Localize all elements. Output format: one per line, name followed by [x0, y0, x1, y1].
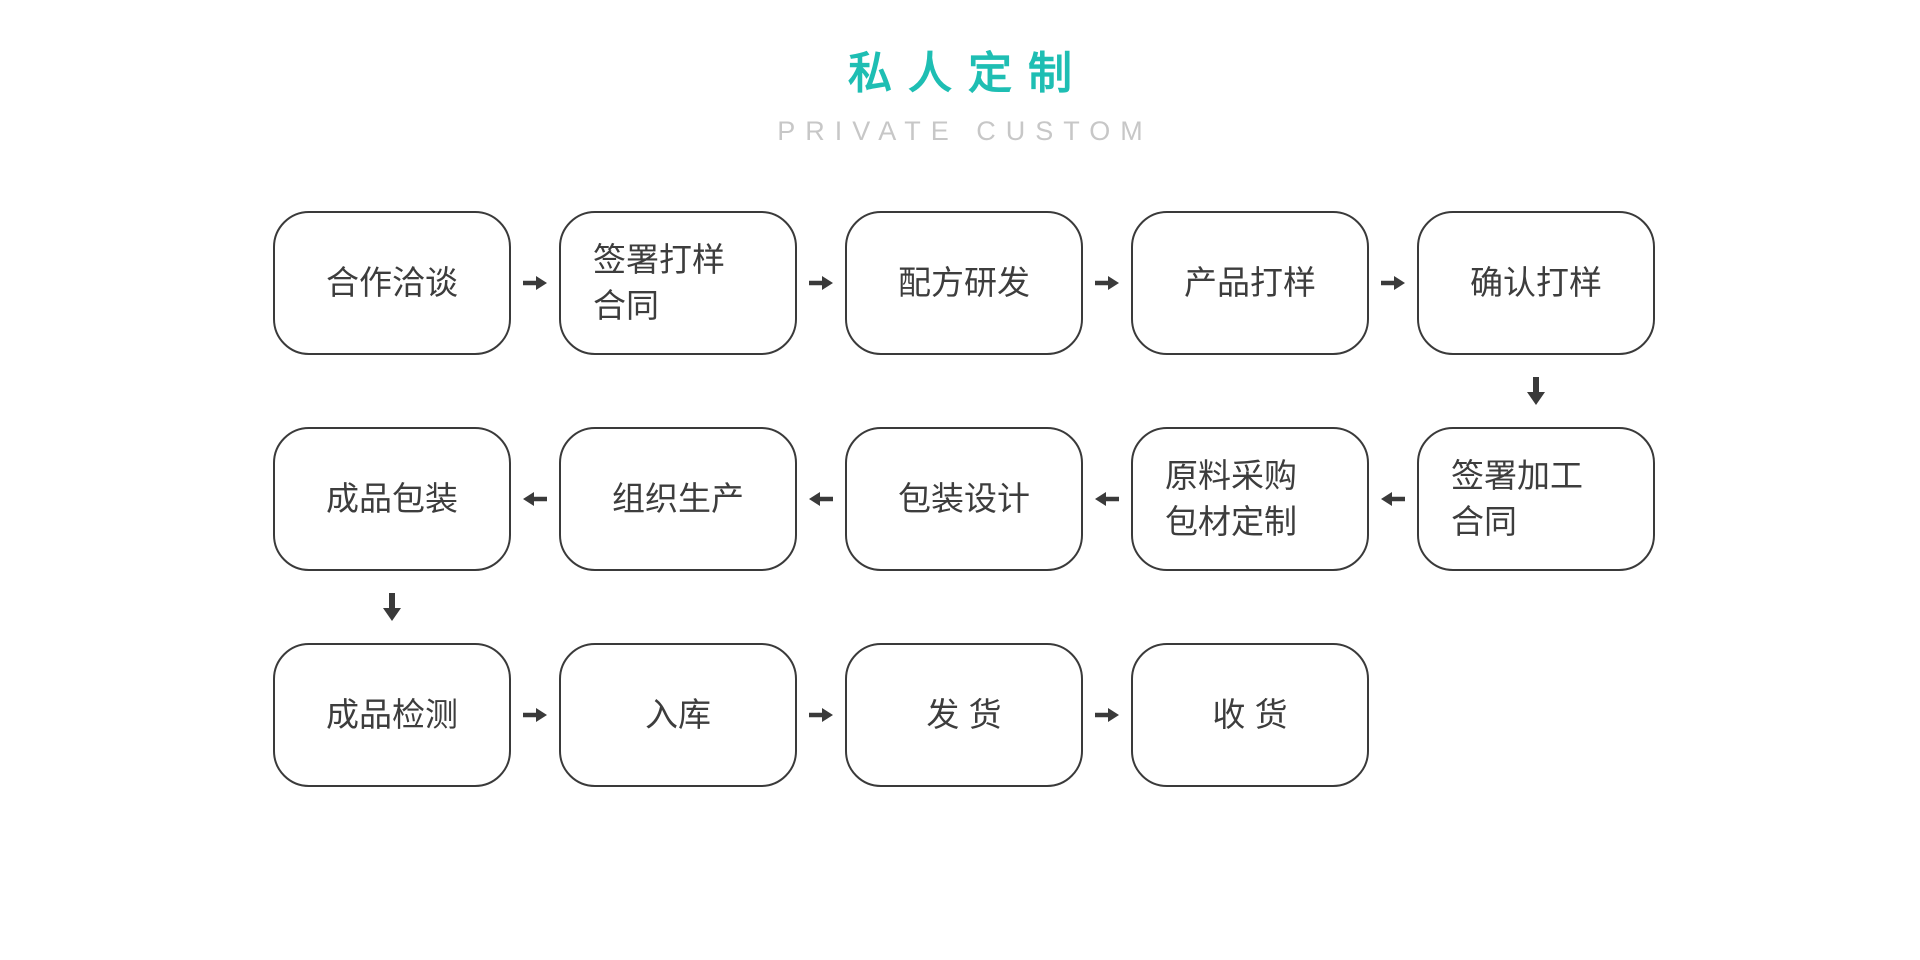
right-arrow-icon [1083, 708, 1131, 723]
right-arrow-icon [797, 708, 845, 723]
right-arrow-icon [511, 708, 559, 723]
page-subtitle: PRIVATE CUSTOM [777, 116, 1153, 147]
step-cooperation-negotiation: 合作洽谈 [273, 211, 511, 356]
flow-row-connector-2 [273, 571, 1647, 643]
left-arrow-icon [1083, 492, 1131, 507]
down-arrow-icon [383, 593, 401, 622]
step-receiving: 收 货 [1131, 643, 1369, 788]
left-arrow-icon [511, 492, 559, 507]
step-finished-product-inspection: 成品检测 [273, 643, 511, 788]
step-material-purchase-packaging-custom: 原料采购 包材定制 [1131, 427, 1369, 572]
right-arrow-icon [797, 276, 845, 291]
flowchart: 合作洽谈签署打样 合同配方研发产品打样确认打样成品包装组织生产包装设计原料采购 … [273, 211, 1655, 788]
step-shipping: 发 货 [845, 643, 1083, 788]
step-sign-sampling-contract: 签署打样 合同 [559, 211, 797, 356]
step-product-sampling: 产品打样 [1131, 211, 1369, 356]
flow-row-1: 合作洽谈签署打样 合同配方研发产品打样确认打样 [273, 211, 1655, 356]
flow-row-3: 成品检测入库发 货收 货 [273, 643, 1647, 788]
page-header: 私人定制 PRIVATE CUSTOM [0, 0, 1920, 147]
step-finished-product-packing: 成品包装 [273, 427, 511, 572]
right-arrow-icon [511, 276, 559, 291]
step-sign-processing-contract: 签署加工 合同 [1417, 427, 1655, 572]
right-arrow-icon [1083, 276, 1131, 291]
step-formula-development: 配方研发 [845, 211, 1083, 356]
step-warehousing: 入库 [559, 643, 797, 788]
page-title: 私人定制 [848, 49, 1088, 98]
step-confirm-sample: 确认打样 [1417, 211, 1655, 356]
flow-row-connector-1 [273, 355, 1647, 427]
left-arrow-icon [797, 492, 845, 507]
flow-row-2: 成品包装组织生产包装设计原料采购 包材定制签署加工 合同 [273, 427, 1655, 572]
step-packaging-design: 包装设计 [845, 427, 1083, 572]
down-arrow-icon [1527, 377, 1545, 406]
left-arrow-icon [1369, 492, 1417, 507]
step-organize-production: 组织生产 [559, 427, 797, 572]
right-arrow-icon [1369, 276, 1417, 291]
